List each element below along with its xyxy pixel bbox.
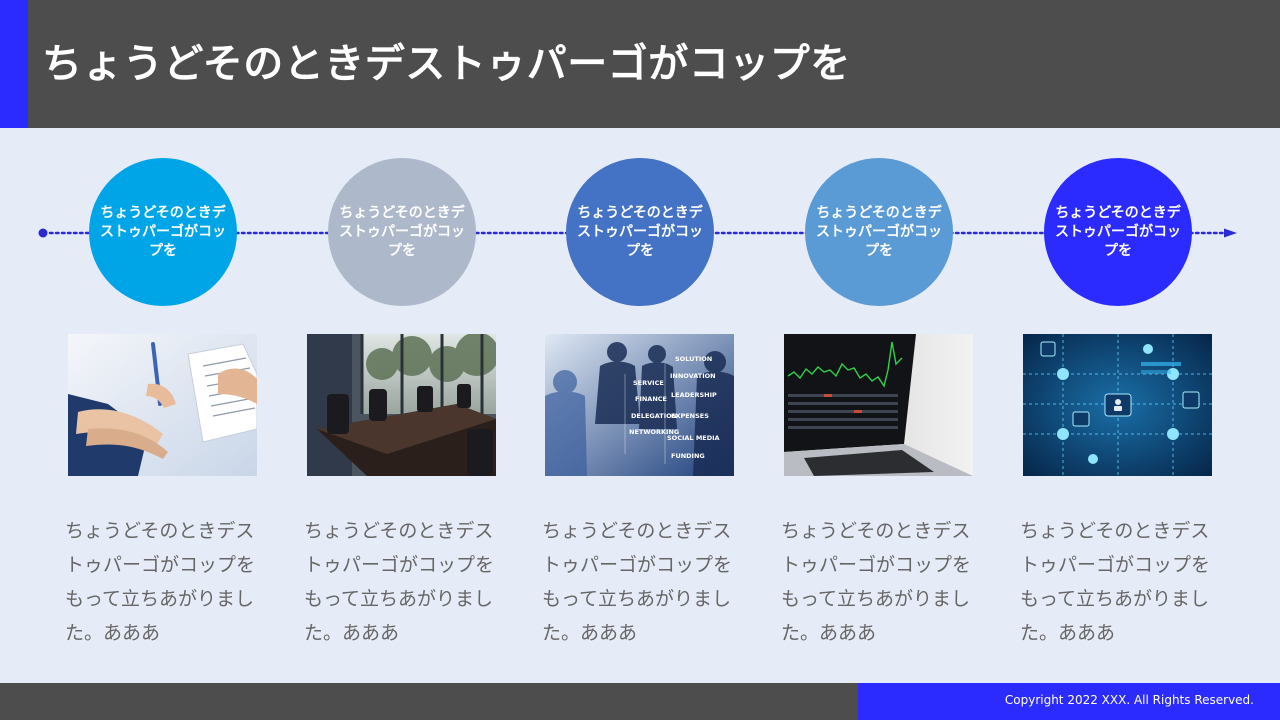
step-2-circle-label: ちょうどそのときデストゥパーゴがコップを [339,204,465,259]
stock-chart-line [787,341,903,388]
step-4-description: ちょうどそのときデストゥパーゴがコップをもって立ちあがりました。あああ [781,520,972,644]
keyword-2: INNOVATION [670,372,716,380]
arrow-right-icon [1224,228,1237,238]
step-5: ちょうどそのときデストゥパーゴがコップを [1020,158,1213,658]
technology-network-icons-photo [1023,334,1212,476]
step-2: ちょうどそのときデストゥパーゴがコップを [304,158,497,658]
step-1-circle-label: ちょうどそのときデストゥパーゴがコップを [100,204,226,259]
header-bar [0,0,1280,128]
keyword-0: SOLUTION [675,355,712,363]
slide-title: ちょうどそのときデストゥパーゴがコップを [42,41,851,87]
conference-room-photo [307,334,496,476]
step-3-circle-label: ちょうどそのときデストゥパーゴがコップを [577,204,703,259]
step-2-circle: ちょうどそのときデストゥパーゴがコップを [328,158,476,306]
keyword-6: EXPENSES [671,412,709,420]
keyword-3: FINANCE [635,395,667,403]
step-5-circle-label: ちょうどそのときデストゥパーゴがコップを [1055,204,1181,259]
business-handshake-documents-photo [68,334,257,476]
keyword-4: LEADERSHIP [671,391,717,399]
keyword-7: NETWORKING [629,428,679,436]
step-1-circle: ちょうどそのときデストゥパーゴがコップを [89,158,237,306]
business-people-keywords-photo: SOLUTION SERVICE INNOVATION FINANCE LEAD… [545,334,734,476]
step-4: ちょうどそのときデストゥパーゴがコップを [781,158,974,658]
step-1-description: ちょうどそのときデストゥパーゴがコップをもって立ちあがりました。あああ [65,520,256,644]
keyword-1: SERVICE [633,379,664,387]
step-5-description: ちょうどそのときデストゥパーゴがコップをもって立ちあがりました。あああ [1020,520,1211,644]
laptop-stock-chart-photo [784,334,973,476]
keyword-5: DELEGATION [631,412,677,420]
step-1: ちょうどそのときデストゥパーゴがコップを [65,158,258,658]
step-2-description: ちょうどそのときデストゥパーゴがコップをもって立ちあがりました。あああ [304,520,495,644]
step-3-circle: ちょうどそのときデストゥパーゴがコップを [566,158,714,306]
header-accent-bar [0,0,28,128]
footer-accent-bar [858,683,1280,720]
step-3-description: ちょうどそのときデストゥパーゴがコップをもって立ちあがりました。あああ [542,520,733,644]
step-4-circle-label: ちょうどそのときデストゥパーゴがコップを [816,204,942,259]
step-5-circle: ちょうどそのときデストゥパーゴがコップを [1044,158,1192,306]
copyright-text: Copyright 2022 XXX. All Rights Reserved. [1004,693,1254,707]
keyword-8: SOCIAL MEDIA [667,434,720,442]
step-4-circle: ちょうどそのときデストゥパーゴがコップを [805,158,953,306]
keyword-9: FUNDING [671,452,705,460]
step-3: ちょうどそのときデストゥパーゴがコップを [542,158,735,658]
timeline-start-dot [38,228,48,238]
